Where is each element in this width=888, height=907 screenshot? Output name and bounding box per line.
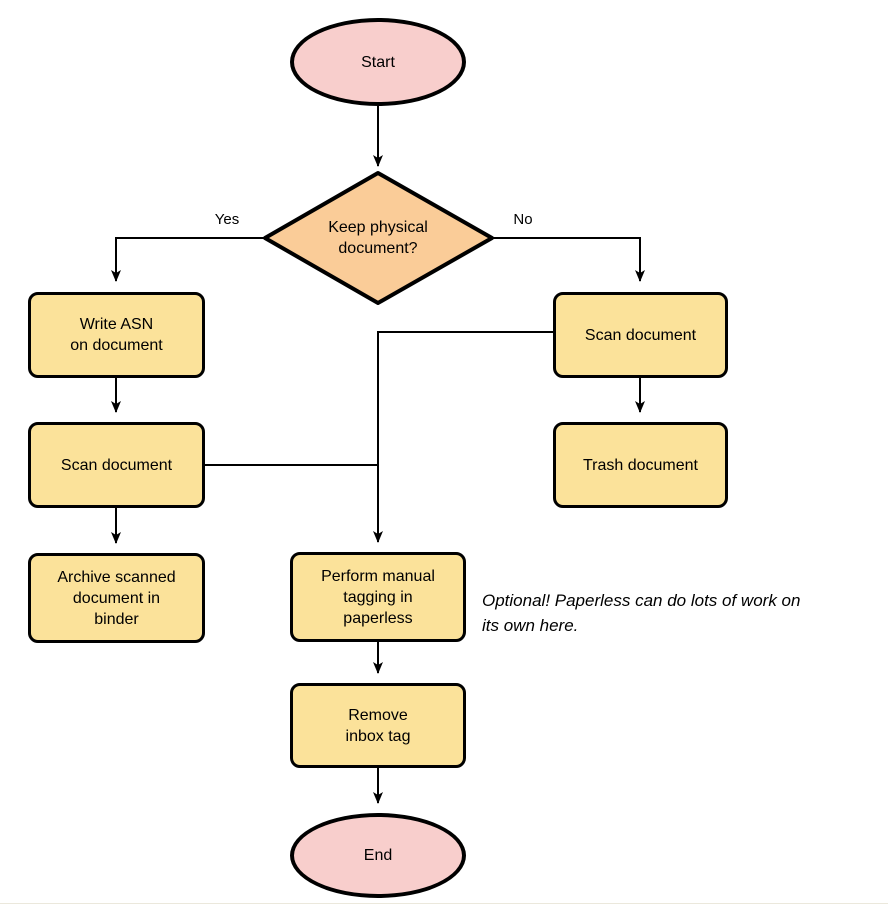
node-start-label: Start [361,53,395,71]
node-remove-inbox-tag-label: Remove inbox tag [345,706,411,745]
node-scan-document-left: Scan document [28,422,205,508]
node-end: End [290,813,466,898]
edge-decision-yes-to-write-asn [111,237,265,282]
node-start: Start [290,18,466,106]
node-scan-document-right-label: Scan document [584,326,697,344]
node-archive-binder: Archive scanned document in binder [28,553,205,643]
node-trash-document: Trash document [553,422,728,508]
node-manual-tagging: Perform manual tagging in paperless [290,552,466,642]
node-manual-tagging-label: Perform manual tagging in paperless [321,567,435,627]
edge-label-yes: Yes [214,211,240,228]
edge-decision-no-to-scan-right [492,237,645,282]
node-scan-document-left-label: Scan document [60,456,173,474]
bottom-hairline [0,903,888,904]
node-scan-document-right: Scan document [553,292,728,378]
node-trash-document-label: Trash document [582,456,698,474]
node-archive-binder-label: Archive scanned document in binder [57,568,176,628]
decision-node-shape [263,171,494,305]
edge-label-no: No [513,211,533,228]
node-write-asn: Write ASN on document [28,292,205,378]
edge-scan-right-to-tagging [373,331,553,543]
node-write-asn-label: Write ASN on document [70,316,163,354]
node-decision-label: Keep physical document? [328,219,428,257]
node-remove-inbox-tag: Remove inbox tag [290,683,466,768]
optional-note: Optional! Paperless can do lots of work … [482,591,801,635]
node-end-label: End [363,847,393,864]
